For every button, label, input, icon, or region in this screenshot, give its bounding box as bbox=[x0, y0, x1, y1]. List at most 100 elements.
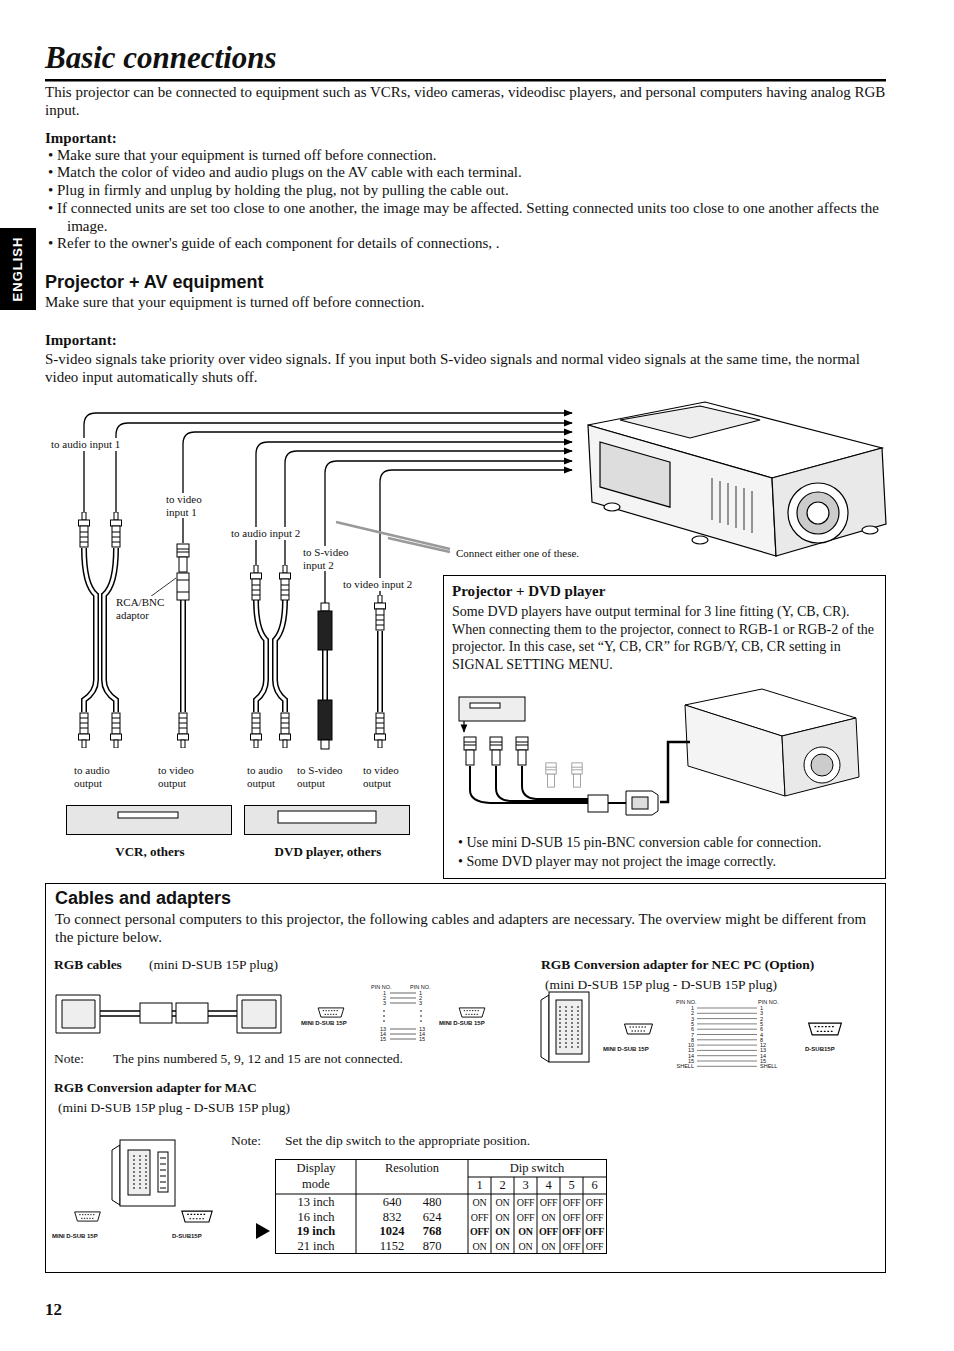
table-cell: 480 bbox=[410, 1195, 454, 1211]
pin-number: 7 bbox=[672, 1032, 694, 1038]
pin-number: 2 bbox=[672, 1010, 694, 1016]
body-text: To connect personal computers to this pr… bbox=[55, 911, 877, 946]
pin-number: 1 bbox=[760, 1005, 763, 1011]
table-cell: 19 inch bbox=[276, 1224, 356, 1240]
table-cell: OFF bbox=[560, 1224, 583, 1240]
pin-number: SHELL bbox=[672, 1063, 694, 1069]
body-text: S-video signals take priority over video… bbox=[45, 351, 893, 386]
pin-number: 15 bbox=[376, 1036, 386, 1042]
table-cell: OFF bbox=[560, 1210, 583, 1226]
bullet-item: • If connected units are set too close t… bbox=[45, 200, 893, 235]
pin-number: PIN NO. bbox=[410, 984, 430, 990]
panel-heading: Projector + DVD player bbox=[452, 582, 872, 600]
table-cell: OFF bbox=[537, 1224, 560, 1240]
device-name: DVD player, others bbox=[225, 844, 431, 859]
table-cell: 768 bbox=[410, 1224, 454, 1240]
pin-number: 13 bbox=[672, 1047, 694, 1053]
note-text: Note: bbox=[54, 1051, 84, 1067]
pin-number: 3 bbox=[760, 1010, 763, 1016]
table-cell: ON bbox=[514, 1224, 537, 1240]
table-cell: ON bbox=[491, 1224, 514, 1240]
pin-number: 15 bbox=[419, 1036, 425, 1042]
pin-number: 14 bbox=[760, 1053, 766, 1059]
pin-number: 3 bbox=[376, 1000, 386, 1006]
table-cell: OFF bbox=[583, 1239, 606, 1255]
note-text: (mini D-SUB 15P plug - D-SUB 15P plug) bbox=[545, 977, 777, 993]
table-cell: 870 bbox=[410, 1239, 454, 1255]
pin-number: 2 bbox=[760, 1016, 763, 1022]
body-text: Make sure that your equipment is turned … bbox=[45, 294, 893, 312]
pin-number: 8 bbox=[672, 1037, 694, 1043]
table-cell: OFF bbox=[514, 1210, 537, 1226]
pin-number: 3 bbox=[419, 1000, 422, 1006]
table-cell: 3 bbox=[514, 1178, 537, 1194]
section-panel: Cables and adaptersTo connect personal c… bbox=[45, 883, 886, 1273]
callout-label: RCA/BNC adaptor bbox=[115, 596, 169, 621]
bullet-item: • Some DVD player may not project the im… bbox=[454, 853, 882, 871]
bullet-item: • Use mini D-SUB 15 pin-BNC conversion c… bbox=[454, 834, 882, 852]
panel-text: Some DVD players have output terminal fo… bbox=[452, 603, 880, 673]
callout-label: to audio output bbox=[246, 764, 303, 789]
bullet-item: • Plug in firmly and unplug by holding t… bbox=[45, 182, 893, 200]
table-cell: ON bbox=[514, 1239, 537, 1255]
table-cell: OFF bbox=[537, 1195, 560, 1211]
bullet-item: • Make sure that your equipment is turne… bbox=[45, 147, 893, 165]
pin-number: 4 bbox=[760, 1032, 763, 1038]
pin-number: 8 bbox=[760, 1037, 763, 1043]
callout-label: Connect either one of these. bbox=[455, 547, 580, 560]
note-text: The pins numbered 5, 9, 12 and 15 are no… bbox=[113, 1051, 403, 1067]
table-cell: Display mode bbox=[286, 1161, 346, 1192]
section-heading: Cables and adapters bbox=[55, 887, 655, 909]
table-cell: 832 bbox=[370, 1210, 414, 1226]
table-cell: 4 bbox=[537, 1178, 560, 1194]
pin-number: 13 bbox=[760, 1047, 766, 1053]
table-cell: ON bbox=[491, 1195, 514, 1211]
table-cell: 21 inch bbox=[276, 1239, 356, 1255]
table-cell: OFF bbox=[468, 1224, 491, 1240]
callout-label: to S-video output bbox=[296, 764, 362, 789]
side-tab: ENGLISH bbox=[0, 228, 36, 310]
table-cell: ON bbox=[468, 1239, 491, 1255]
table-cell: OFF bbox=[468, 1210, 491, 1226]
table-cell: OFF bbox=[560, 1239, 583, 1255]
callout-label: to video output bbox=[362, 764, 419, 789]
item-heading: RGB Conversion adapter for NEC PC (Optio… bbox=[541, 957, 814, 973]
note-text: (mini D-SUB 15P plug) bbox=[149, 957, 278, 973]
table-cell: 1024 bbox=[370, 1224, 414, 1240]
table-cell: ON bbox=[491, 1239, 514, 1255]
pin-number: 3 bbox=[672, 1016, 694, 1022]
device-box: DVD player, others bbox=[244, 805, 410, 835]
connector-name: MINI D-SUB 15P bbox=[301, 1020, 347, 1027]
inset-panel: Projector + DVD playerSome DVD players h… bbox=[443, 575, 886, 879]
page-number: 12 bbox=[45, 1300, 62, 1320]
bullet-item: • Refer to the owner's guide of each com… bbox=[45, 235, 893, 253]
table-cell: ON bbox=[537, 1239, 560, 1255]
item-heading: RGB cables bbox=[54, 957, 122, 973]
callout-label: to audio input 2 bbox=[230, 527, 301, 540]
table-cell: 16 inch bbox=[276, 1210, 356, 1226]
table-cell: OFF bbox=[583, 1195, 606, 1211]
table-cell: ON bbox=[468, 1195, 491, 1211]
page-title: Basic connections bbox=[45, 40, 277, 76]
table-cell: OFF bbox=[560, 1195, 583, 1211]
body-text: This projector can be connected to equip… bbox=[45, 84, 893, 119]
note-text: Set the dip switch to the appropriate po… bbox=[285, 1133, 530, 1149]
callout-label: to audio output bbox=[73, 764, 133, 789]
table-cell: 6 bbox=[583, 1178, 606, 1194]
note-heading: Important: bbox=[45, 332, 345, 350]
connector-name: MINI D-SUB 15P bbox=[439, 1020, 485, 1027]
pin-number: 6 bbox=[672, 1026, 694, 1032]
table-cell: 640 bbox=[370, 1195, 414, 1211]
pin-number: 5 bbox=[672, 1021, 694, 1027]
table-cell: ON bbox=[537, 1210, 560, 1226]
note-heading: Important: bbox=[45, 130, 345, 148]
callout-label: to audio input 1 bbox=[50, 438, 121, 451]
table-cell: 13 inch bbox=[276, 1195, 356, 1211]
pin-number: 15 bbox=[672, 1058, 694, 1064]
note-text: (mini D-SUB 15P plug - D-SUB 15P plug) bbox=[58, 1100, 290, 1116]
bullet-item: • Match the color of video and audio plu… bbox=[45, 164, 893, 182]
connector-name: MINI D-SUB 15P bbox=[52, 1233, 98, 1240]
pin-number: 12 bbox=[760, 1042, 766, 1048]
connector-name: D-SUB15P bbox=[172, 1233, 202, 1240]
connector-name: MINI D-SUB 15P bbox=[603, 1046, 649, 1053]
